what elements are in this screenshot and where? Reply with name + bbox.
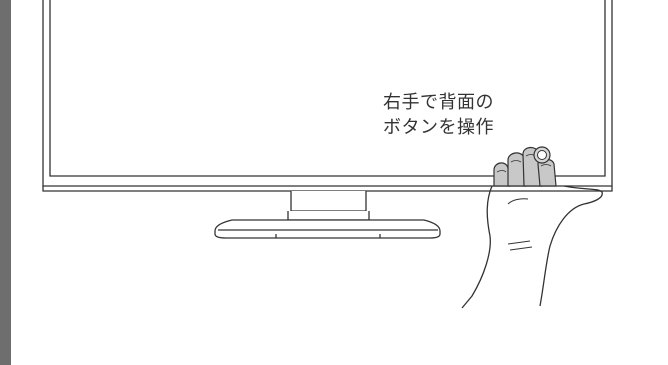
monitor-stand-base	[214, 219, 441, 239]
monitor-stand-neck	[287, 191, 370, 221]
instruction-caption: 右手で背面の ボタンを操作	[383, 90, 533, 140]
caption-line-1: 右手で背面の	[383, 92, 494, 113]
rear-button-icon	[533, 146, 551, 164]
right-hand-icon	[461, 146, 603, 309]
caption-line-2: ボタンを操作	[383, 117, 494, 138]
page-side-bar	[0, 0, 11, 365]
